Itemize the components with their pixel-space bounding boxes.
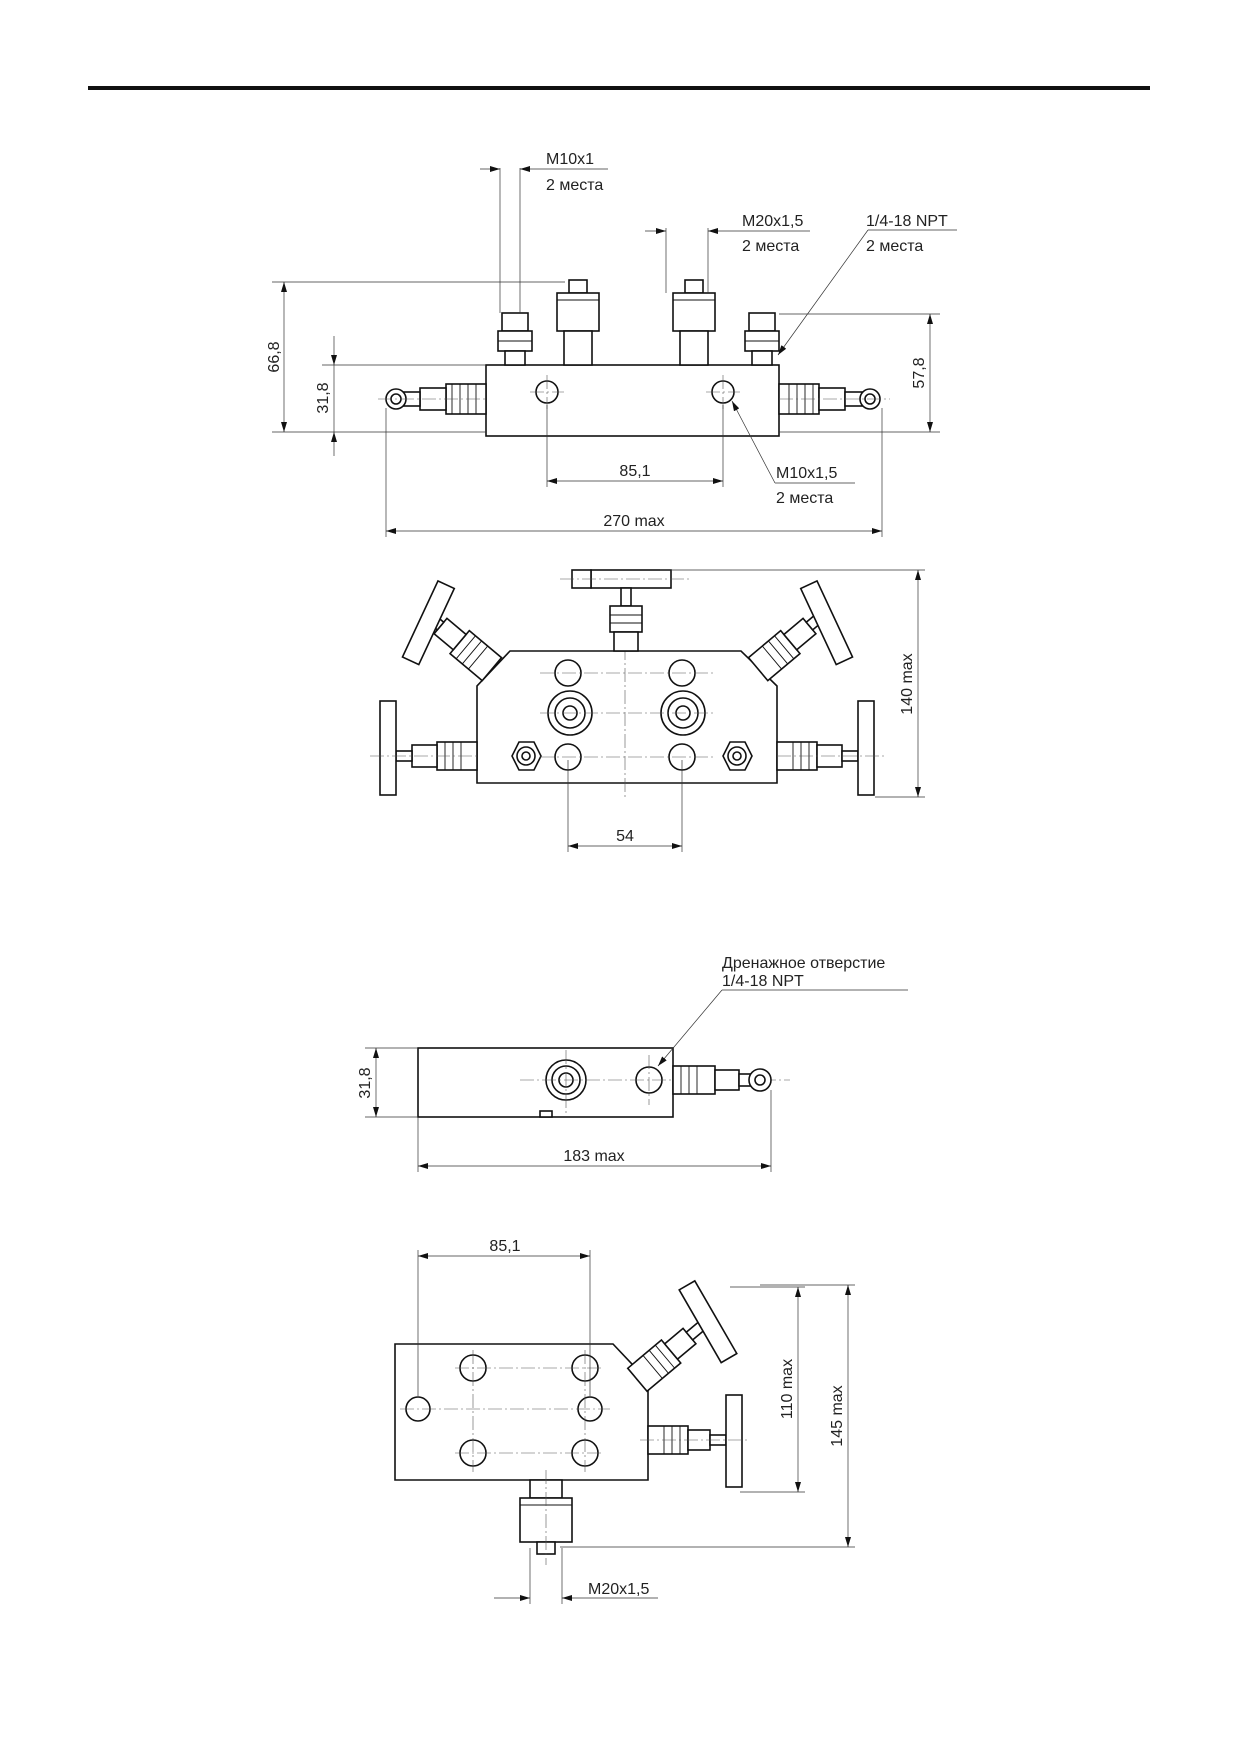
front-view: M10x1 2 места M20x1,5 2 места 1/4-18 NPT… <box>266 151 957 537</box>
label-m20x15-qty: 2 места <box>742 238 799 255</box>
label-m20x15-bottom: M20x1,5 <box>588 1581 649 1598</box>
label-m10x1: M10x1 <box>546 151 594 168</box>
label-m20x15: M20x1,5 <box>742 213 803 230</box>
label-m10x1-qty: 2 места <box>546 177 603 194</box>
side-view: Дренажное отверстие 1/4-18 NPT 31,8 183 … <box>357 955 908 1172</box>
dim-54: 54 <box>616 828 634 845</box>
dim-85-1-front: 85,1 <box>619 463 650 480</box>
dim-140-max: 140 max <box>899 653 916 714</box>
label-m10x15-qty: 2 места <box>776 490 833 507</box>
bottom-view: 85,1 110 max 145 max M20x1,5 <box>394 1238 855 1604</box>
dim-57-8: 57,8 <box>911 357 928 388</box>
label-npt: 1/4-18 NPT <box>866 213 948 230</box>
dim-31-8-front: 31,8 <box>315 382 332 413</box>
dim-270-max: 270 max <box>603 513 664 530</box>
dim-183-max: 183 max <box>563 1148 624 1165</box>
dim-110-max: 110 max <box>779 1359 796 1419</box>
label-m10x15: M10x1,5 <box>776 465 837 482</box>
dim-145-max: 145 max <box>829 1385 846 1446</box>
dim-31-8-side: 31,8 <box>357 1067 374 1098</box>
dim-85-1-bottom: 85,1 <box>489 1238 520 1255</box>
label-drain-thread: 1/4-18 NPT <box>722 973 804 990</box>
top-view: 140 max 54 <box>370 569 925 852</box>
label-npt-qty: 2 места <box>866 238 923 255</box>
dim-66-8: 66,8 <box>266 341 283 372</box>
label-drain: Дренажное отверстие <box>722 955 885 972</box>
